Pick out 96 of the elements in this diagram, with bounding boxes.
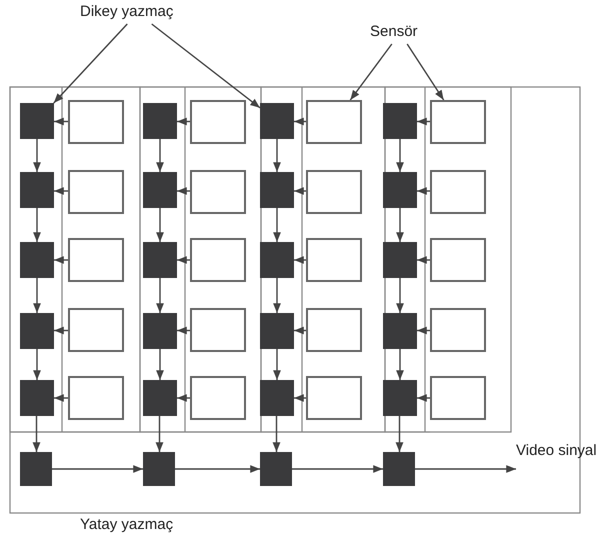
register-cell bbox=[260, 452, 292, 486]
arrow bbox=[273, 208, 281, 242]
arrow bbox=[417, 326, 430, 334]
register-cell bbox=[20, 242, 54, 278]
arrow bbox=[417, 187, 430, 195]
leader-line bbox=[53, 24, 128, 104]
sensor-cell bbox=[68, 100, 124, 144]
sensor-cell bbox=[190, 376, 246, 420]
arrow bbox=[417, 118, 430, 126]
sensor-cell bbox=[68, 238, 124, 282]
arrow bbox=[177, 326, 190, 334]
register-cell bbox=[260, 242, 294, 278]
sensor-cell bbox=[306, 170, 362, 214]
arrow bbox=[32, 416, 40, 452]
arrow bbox=[33, 278, 41, 313]
sensor-cell bbox=[190, 170, 246, 214]
register-cell bbox=[260, 313, 294, 349]
arrow bbox=[273, 139, 281, 172]
output-label: Video sinyal bbox=[516, 441, 614, 463]
arrow bbox=[156, 349, 164, 380]
arrow bbox=[54, 187, 68, 195]
arrow bbox=[294, 394, 306, 402]
arrow bbox=[52, 465, 143, 473]
register-cell bbox=[260, 103, 294, 139]
arrow bbox=[156, 208, 164, 242]
arrow bbox=[273, 349, 281, 380]
sensor-cell bbox=[190, 238, 246, 282]
arrow bbox=[156, 416, 164, 452]
arrow bbox=[396, 139, 404, 172]
callout-label: Dikey yazmaç bbox=[80, 2, 195, 24]
register-cell bbox=[383, 242, 417, 278]
caption-label: Yatay yazmaç bbox=[80, 515, 174, 535]
register-cell bbox=[143, 103, 177, 139]
arrow bbox=[417, 394, 430, 402]
register-cell bbox=[383, 452, 415, 486]
arrow bbox=[292, 465, 383, 473]
register-cell bbox=[143, 172, 177, 208]
register-cell bbox=[260, 380, 294, 416]
leader-line bbox=[406, 44, 444, 100]
register-cell bbox=[20, 172, 54, 208]
leader-line bbox=[350, 44, 392, 100]
sensor-cell bbox=[306, 238, 362, 282]
register-cell bbox=[383, 172, 417, 208]
arrow bbox=[396, 416, 404, 452]
register-cell bbox=[20, 313, 54, 349]
register-cell bbox=[143, 452, 175, 486]
arrow bbox=[396, 278, 404, 313]
arrow bbox=[294, 256, 306, 264]
arrow bbox=[294, 118, 306, 126]
arrow bbox=[177, 394, 190, 402]
sensor-cell bbox=[190, 308, 246, 352]
register-cell bbox=[143, 380, 177, 416]
arrow bbox=[54, 394, 68, 402]
arrow bbox=[396, 349, 404, 380]
register-cell bbox=[143, 313, 177, 349]
arrow bbox=[156, 278, 164, 313]
leader-line bbox=[151, 23, 260, 108]
arrow bbox=[54, 326, 68, 334]
arrow bbox=[294, 326, 306, 334]
sensor-cell bbox=[430, 238, 486, 282]
sensor-cell bbox=[306, 308, 362, 352]
arrow bbox=[54, 256, 68, 264]
arrow bbox=[33, 208, 41, 242]
register-cell bbox=[260, 172, 294, 208]
register-cell bbox=[143, 242, 177, 278]
sensor-cell bbox=[430, 100, 486, 144]
sensor-cell bbox=[430, 308, 486, 352]
sensor-cell bbox=[68, 376, 124, 420]
arrow bbox=[415, 465, 516, 473]
register-cell bbox=[383, 103, 417, 139]
arrow bbox=[175, 465, 260, 473]
sensor-cell bbox=[190, 100, 246, 144]
sensor-cell bbox=[430, 376, 486, 420]
arrow bbox=[33, 139, 41, 172]
arrow bbox=[273, 278, 281, 313]
sensor-cell bbox=[306, 376, 362, 420]
arrow bbox=[177, 118, 190, 126]
register-cell bbox=[20, 452, 52, 486]
sensor-cell bbox=[68, 170, 124, 214]
sensor-cell bbox=[430, 170, 486, 214]
register-cell bbox=[20, 380, 54, 416]
register-cell bbox=[383, 380, 417, 416]
arrow bbox=[177, 187, 190, 195]
callout-label: Sensör bbox=[370, 22, 430, 44]
arrow bbox=[272, 416, 280, 452]
arrow bbox=[54, 118, 68, 126]
register-cell bbox=[20, 103, 54, 139]
arrow bbox=[294, 187, 306, 195]
arrow bbox=[156, 139, 164, 172]
arrow bbox=[177, 256, 190, 264]
sensor-cell bbox=[306, 100, 362, 144]
arrow bbox=[417, 256, 430, 264]
register-cell bbox=[383, 313, 417, 349]
arrow bbox=[33, 349, 41, 380]
arrow bbox=[396, 208, 404, 242]
sensor-cell bbox=[68, 308, 124, 352]
